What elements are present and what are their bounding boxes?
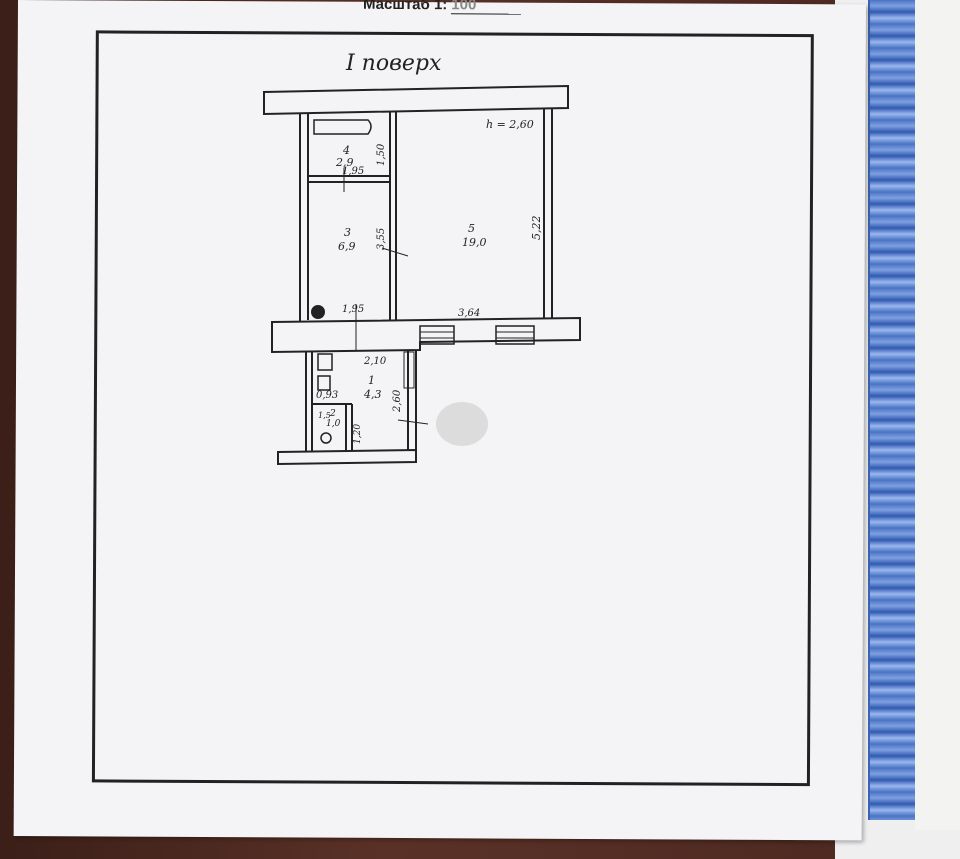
floor-title: I поверх xyxy=(345,51,442,76)
room-2-small-dim: 1,5 xyxy=(318,411,331,420)
toilet-icon xyxy=(320,432,332,444)
room-1-area: 4,3 xyxy=(363,388,382,401)
room-5-number: 5 xyxy=(468,222,475,235)
room-1-width: 2,10 xyxy=(363,356,387,367)
sink-icon xyxy=(317,375,331,391)
room-3-width: 1,95 xyxy=(342,304,364,315)
certificate-page xyxy=(915,0,960,830)
room-3-number: 3 xyxy=(344,226,351,239)
certificate-ornament-border xyxy=(868,0,918,820)
room-4-width: 1,95 xyxy=(342,166,364,177)
boiler-icon xyxy=(311,305,325,319)
room-2-area: 1,0 xyxy=(326,419,341,429)
ceiling-height: h = 2,60 xyxy=(486,118,534,131)
room-3-area: 6,9 xyxy=(338,240,356,253)
room-5-area: 19,0 xyxy=(462,236,487,249)
top-wall xyxy=(263,84,569,116)
stove-icon xyxy=(317,353,333,371)
room-5-width: 3,64 xyxy=(458,308,480,319)
room-1-number: 1 xyxy=(368,374,375,387)
bathtub-icon xyxy=(313,119,372,135)
room-2-width: 0,93 xyxy=(316,390,338,401)
room-4-number: 4 xyxy=(342,144,350,157)
room-2-length: 1,20 xyxy=(353,424,363,444)
room-5-length: 5,22 xyxy=(530,216,543,241)
room-4-length: 1,50 xyxy=(376,143,387,166)
room-3-length: 3,55 xyxy=(376,228,387,250)
room-2-number: 2 xyxy=(329,409,336,419)
room-4-area: 2,9 xyxy=(335,156,354,169)
room-1-length: 2,60 xyxy=(392,389,403,413)
